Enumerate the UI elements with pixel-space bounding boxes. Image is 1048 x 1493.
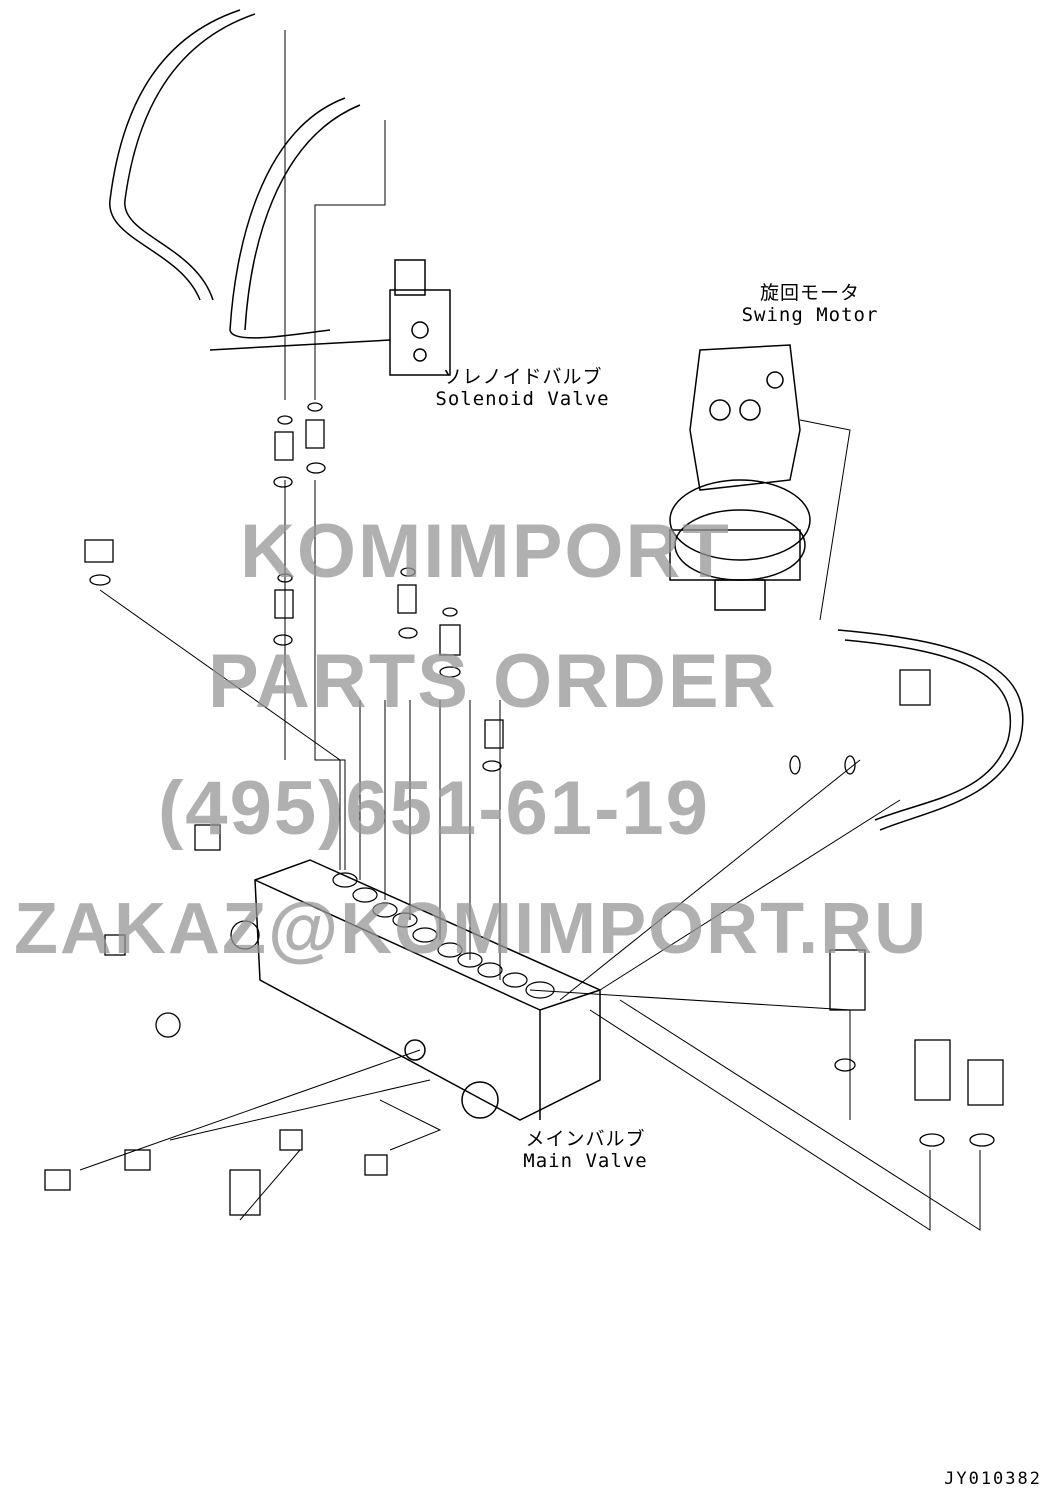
solenoid-valve-label-en: Solenoid Valve	[435, 388, 610, 410]
main-valve-label-en: Main Valve	[523, 1150, 648, 1172]
drawing-code: JY010382	[944, 1469, 1042, 1489]
solenoid-valve-label-jp: ソレノイドバルブ	[442, 366, 603, 388]
main-valve-label: メインバルブ Main Valve	[518, 1128, 653, 1172]
solenoid-valve-label: ソレノイドバルブ Solenoid Valve	[430, 366, 615, 410]
fittings-and-orings	[44, 402, 1004, 1216]
hose-lines	[109, 9, 1024, 831]
swing-motor-label: 旋回モータ Swing Motor	[740, 282, 880, 326]
main-valve-label-jp: メインバルブ	[525, 1128, 646, 1150]
swing-motor-label-jp: 旋回モータ	[759, 282, 860, 304]
watermark-line-2: PARTS ORDER	[208, 639, 778, 724]
swing-motor-shape	[669, 344, 811, 611]
watermark-line-1: KOMIMPORT	[240, 509, 731, 594]
swing-motor-label-en: Swing Motor	[741, 304, 879, 326]
main-valve-shape	[254, 859, 601, 1121]
watermark-line-4: ZAKAZ@KOMIMPORT.RU	[14, 889, 929, 969]
solenoid-valve-shape	[389, 259, 451, 376]
leader-lines	[79, 30, 981, 1231]
watermark-line-3: (495)651-61-19	[158, 766, 710, 851]
